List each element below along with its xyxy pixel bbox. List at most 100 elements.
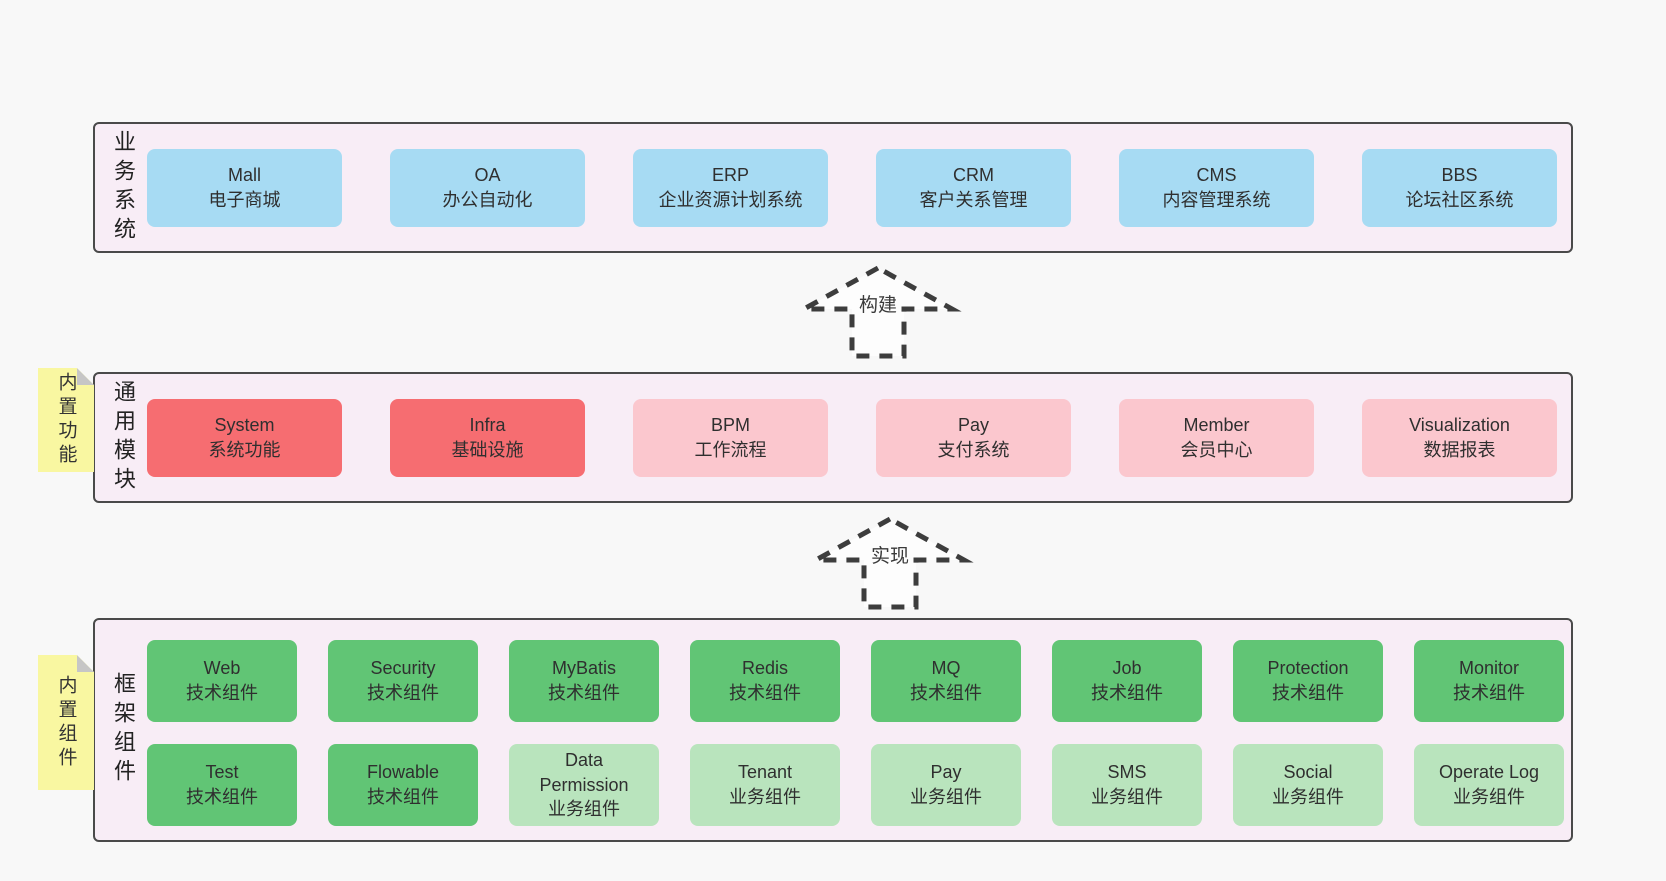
box-oa-desc: 办公自动化 (442, 189, 533, 210)
box-flowable-name: Flowable (366, 762, 440, 783)
box-infra-desc: 基础设施 (451, 439, 524, 460)
box-member-desc: 会员中心 (1180, 439, 1253, 460)
band-business-systems: 业务系统 Mall 电子商城 OA 办公自动化 ERP 企业资源计划系统 CRM… (93, 122, 1573, 253)
box-mall-desc: 电子商城 (208, 189, 281, 210)
box-redis: Redis 技术组件 (690, 640, 840, 722)
box-erp-desc: 企业资源计划系统 (658, 189, 803, 210)
box-sms: SMS 业务组件 (1052, 744, 1202, 826)
box-sms-desc: 业务组件 (1091, 787, 1163, 807)
box-oa: OA 办公自动化 (390, 148, 585, 227)
arrow-build: 构建 (794, 264, 962, 360)
arrow-build-label: 构建 (855, 290, 901, 317)
common-modules-row: System 系统功能 Infra 基础设施 BPM 工作流程 Pay 支付系统… (147, 374, 1557, 501)
sticky-built-in-components-label: 内置组件 (55, 674, 77, 771)
box-web-name: Web (203, 658, 241, 679)
box-web: Web 技术组件 (147, 640, 297, 722)
band-label-common-modules: 通用模块 (111, 379, 136, 496)
box-security-desc: 技术组件 (367, 683, 439, 703)
box-data-permission-name: Data Permission (539, 749, 629, 795)
box-cms: CMS 内容管理系统 (1119, 148, 1314, 227)
box-visualization: Visualization 数据报表 (1362, 398, 1557, 477)
arrow-implement-label: 实现 (867, 541, 913, 568)
band-label-business-systems: 业务系统 (111, 129, 136, 246)
box-mybatis-name: MyBatis (551, 658, 616, 679)
box-job-name: Job (1112, 658, 1142, 679)
box-social-name: Social (1283, 762, 1333, 783)
box-visualization-name: Visualization (1409, 414, 1510, 435)
box-erp-name: ERP (711, 164, 749, 185)
box-tenant-desc: 业务组件 (729, 787, 801, 807)
box-infra: Infra 基础设施 (390, 398, 585, 477)
box-web-desc: 技术组件 (186, 683, 258, 703)
box-flowable-desc: 技术组件 (367, 787, 439, 807)
box-bpm-desc: 工作流程 (694, 439, 767, 460)
box-bpm-name: BPM (710, 414, 750, 435)
box-mq-name: MQ (931, 658, 961, 679)
box-erp: ERP 企业资源计划系统 (633, 148, 828, 227)
box-tenant: Tenant 业务组件 (690, 744, 840, 826)
box-crm: CRM 客户关系管理 (876, 148, 1071, 227)
box-oa-name: OA (474, 164, 501, 185)
box-bbs: BBS 论坛社区系统 (1362, 148, 1557, 227)
box-test: Test 技术组件 (147, 744, 297, 826)
band-common-modules: 通用模块 System 系统功能 Infra 基础设施 BPM 工作流程 Pay… (93, 372, 1573, 503)
box-redis-desc: 技术组件 (729, 683, 801, 703)
sticky-fold-icon (77, 368, 94, 385)
box-job-desc: 技术组件 (1091, 683, 1163, 703)
box-social-desc: 业务组件 (1272, 787, 1344, 807)
box-sms-name: SMS (1107, 762, 1147, 783)
box-test-name: Test (205, 762, 239, 783)
box-operate-log-name: Operate Log (1438, 762, 1540, 783)
box-protection-name: Protection (1267, 658, 1349, 679)
sticky-built-in-features: 内置功能 (38, 368, 94, 472)
box-pay-component: Pay 业务组件 (871, 744, 1021, 826)
box-mq: MQ 技术组件 (871, 640, 1021, 722)
box-crm-desc: 客户关系管理 (919, 189, 1028, 210)
box-flowable: Flowable 技术组件 (328, 744, 478, 826)
band-framework-components: 框架组件 Web 技术组件 Security 技术组件 MyBatis 技术组件… (93, 618, 1573, 842)
box-mq-desc: 技术组件 (910, 683, 982, 703)
box-pay-module-name: Pay (957, 414, 990, 435)
box-test-desc: 技术组件 (186, 787, 258, 807)
box-monitor-desc: 技术组件 (1453, 683, 1525, 703)
box-operate-log-desc: 业务组件 (1453, 787, 1525, 807)
box-infra-name: Infra (469, 414, 506, 435)
business-systems-row: Mall 电子商城 OA 办公自动化 ERP 企业资源计划系统 CRM 客户关系… (147, 124, 1557, 251)
box-social: Social 业务组件 (1233, 744, 1383, 826)
box-redis-name: Redis (741, 658, 789, 679)
box-system-name: System (214, 414, 275, 435)
box-bbs-desc: 论坛社区系统 (1405, 189, 1514, 210)
box-bpm: BPM 工作流程 (633, 398, 828, 477)
box-crm-name: CRM (953, 164, 994, 185)
sticky-built-in-features-label: 内置功能 (55, 372, 77, 468)
box-mybatis: MyBatis 技术组件 (509, 640, 659, 722)
box-data-permission: Data Permission 业务组件 (509, 744, 659, 826)
arrow-implement: 实现 (806, 515, 974, 611)
box-monitor-name: Monitor (1458, 658, 1520, 679)
box-protection-desc: 技术组件 (1272, 683, 1344, 703)
box-system-desc: 系统功能 (208, 439, 281, 460)
sticky-built-in-components: 内置组件 (38, 655, 94, 790)
box-protection: Protection 技术组件 (1233, 640, 1383, 722)
band-label-framework-components: 框架组件 (111, 672, 136, 788)
box-mall: Mall 电子商城 (147, 148, 342, 227)
box-pay-component-name: Pay (930, 762, 962, 783)
box-member-name: Member (1183, 414, 1250, 435)
box-pay-component-desc: 业务组件 (910, 787, 982, 807)
box-security-name: Security (370, 658, 436, 679)
sticky-fold-icon (77, 655, 94, 672)
box-cms-desc: 内容管理系统 (1162, 189, 1271, 210)
box-pay-module-desc: 支付系统 (937, 439, 1010, 460)
box-visualization-desc: 数据报表 (1423, 439, 1496, 460)
box-monitor: Monitor 技术组件 (1414, 640, 1564, 722)
box-system: System 系统功能 (147, 398, 342, 477)
box-bbs-name: BBS (1441, 164, 1478, 185)
box-data-permission-desc: 业务组件 (548, 799, 620, 820)
framework-components-grid: Web 技术组件 Security 技术组件 MyBatis 技术组件 Redi… (147, 640, 1564, 826)
box-cms-name: CMS (1196, 164, 1237, 185)
box-mall-name: Mall (227, 164, 261, 185)
box-tenant-name: Tenant (737, 762, 793, 783)
box-security: Security 技术组件 (328, 640, 478, 722)
box-member: Member 会员中心 (1119, 398, 1314, 477)
